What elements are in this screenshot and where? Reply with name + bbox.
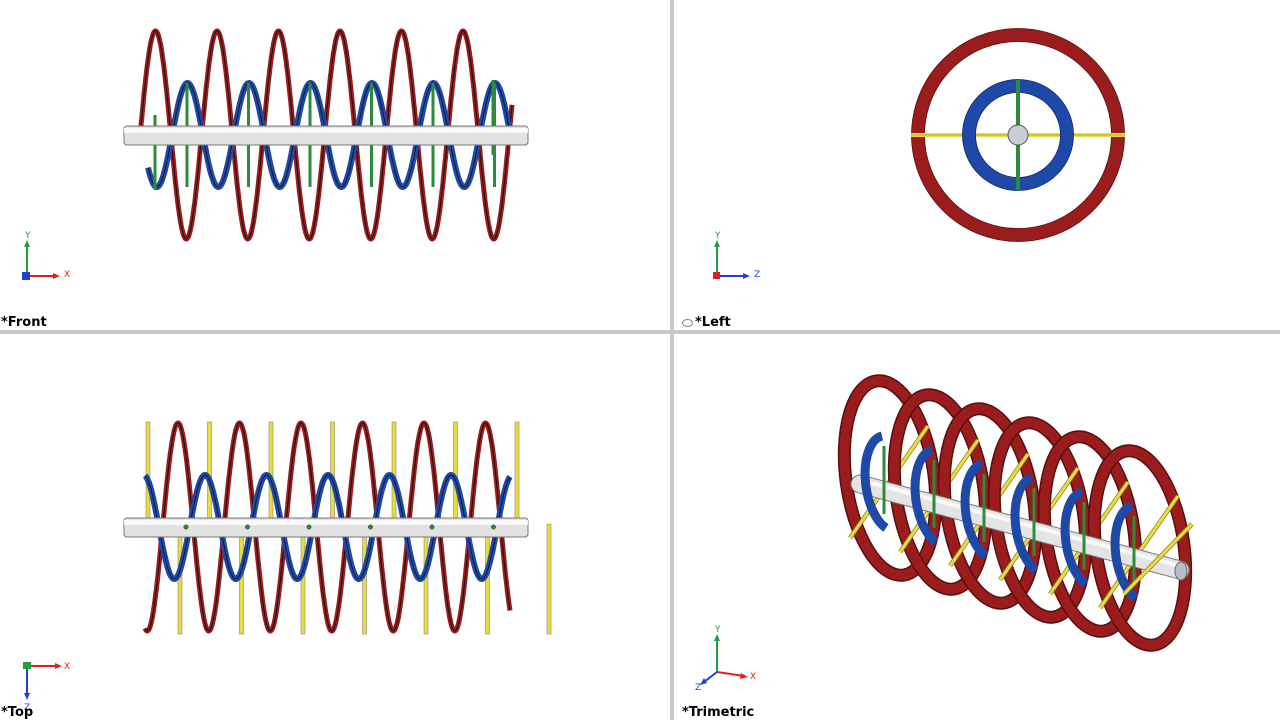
view-label-trimetric: *Trimetric [682, 705, 755, 720]
inner-helix-turn [1060, 487, 1089, 588]
spoke-end [368, 524, 373, 530]
top-view-graphic: X Z [23, 420, 552, 713]
axis-y-label: Y [24, 231, 31, 241]
axis-z-label: Z [695, 683, 701, 693]
triad-trimetric: Y X Z [695, 625, 756, 693]
top-viewport[interactable]: X Z *Top [0, 334, 670, 720]
front-view-graphic: Y X [22, 28, 529, 280]
triad-left: Y Z [713, 231, 760, 280]
spoke-end [183, 524, 189, 530]
shaft-end [1007, 124, 1029, 146]
axis-z-label: Z [24, 703, 30, 713]
view-label-front: *Front [1, 315, 47, 330]
view-label-left-text: *Left [695, 315, 731, 330]
view-label-left: *Left [682, 315, 731, 330]
trimetric-view-graphic: Y X Z [695, 374, 1194, 693]
spoke [546, 523, 552, 635]
inner-helix-turn [1010, 473, 1039, 574]
axis-y-label: Y [714, 231, 721, 241]
viewport-splitter-horizontal[interactable] [0, 330, 1280, 334]
left-viewport[interactable]: Y Z *Left [674, 0, 1280, 330]
front-viewport[interactable]: Y X *Front [0, 0, 670, 330]
axis-x-label: X [750, 672, 756, 682]
view-orientation-icon [682, 318, 693, 327]
viewport-splitter-vertical[interactable] [670, 0, 674, 720]
inner-helix-turn [860, 431, 889, 532]
spoke-end [429, 524, 435, 530]
triad-front: Y X [22, 231, 70, 280]
spoke-end [306, 524, 312, 530]
axis-x-label: X [64, 270, 70, 280]
axis-y-label: Y [714, 625, 721, 635]
left-view-graphic: Y Z [713, 28, 1125, 280]
inner-helix-turn [910, 445, 939, 546]
spoke [514, 421, 520, 535]
trimetric-viewport[interactable]: Y X Z *Trimetric [674, 334, 1280, 720]
axis-x-label: X [64, 662, 70, 672]
triad-top: X Z [23, 662, 70, 713]
inner-helix-turn [960, 459, 989, 560]
view-label-top: *Top [1, 705, 34, 720]
spoke-end [245, 524, 250, 530]
axis-z-label: Z [754, 270, 760, 280]
spoke-end [491, 524, 496, 530]
